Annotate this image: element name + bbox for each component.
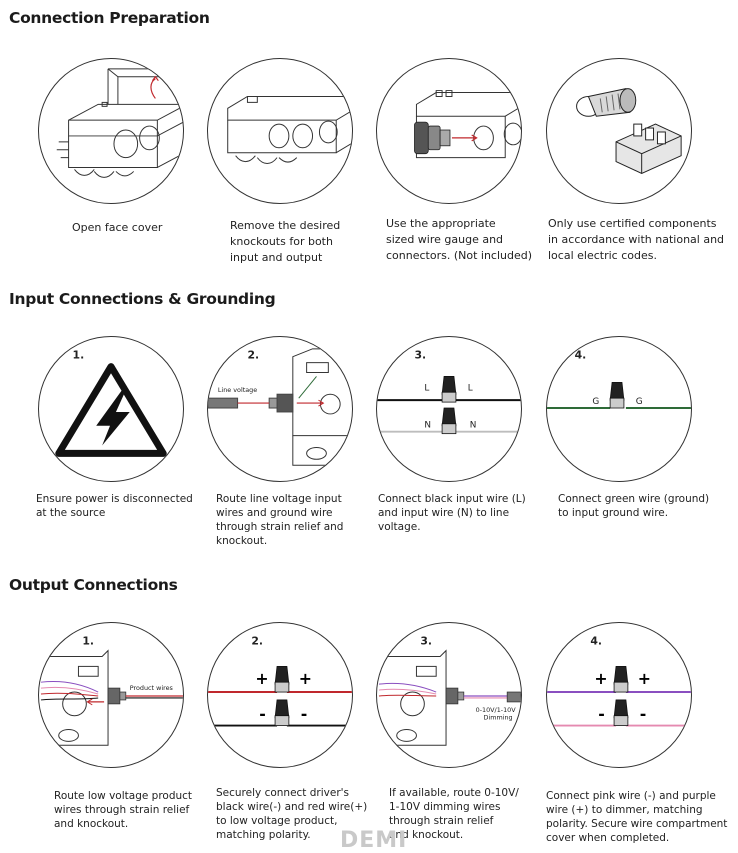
output-step-num-1: 1. (82, 635, 94, 648)
output-illustration-purple-pink: 4. + + - - (546, 622, 692, 768)
high-voltage-icon (96, 390, 130, 446)
input-step-num-3: 3. (414, 349, 426, 362)
ground-label-right: G (636, 397, 643, 407)
prep-illustration-open-cover (38, 58, 184, 204)
output-illustration-product-wires: 1. Product wires (38, 622, 184, 768)
line-label-left: L (424, 383, 429, 393)
input-illustration-line-neutral: 3. L L N N (376, 336, 522, 482)
ground-label-left: G (592, 397, 599, 407)
input-caption-3: Connect black input wire (L) and input w… (378, 493, 526, 533)
input-illustration-line-voltage: 2. Line voltage (207, 336, 353, 482)
plus-label-right: + (638, 669, 651, 688)
watermark-logo: DEMI (340, 828, 408, 853)
input-illustration-ground: 4. G G (546, 336, 692, 482)
dimming-label-1: 0-10V/1-10V (476, 706, 517, 714)
output-illustration-red-black: 2. + + - - (207, 622, 353, 768)
neutral-label-right: N (470, 421, 477, 431)
plus-label-right: + (299, 669, 312, 688)
input-illustration-warning: 1. (38, 336, 184, 482)
plus-label-left: + (255, 669, 268, 688)
product-wires-label: Product wires (130, 684, 174, 692)
prep-illustration-connectors (546, 58, 692, 204)
input-caption-4: Connect green wire (ground) to input gro… (558, 493, 710, 519)
output-step-num-3: 3. (420, 635, 432, 648)
section-title-preparation: Connection Preparation (9, 9, 210, 27)
input-step-num-2: 2. (247, 349, 259, 362)
neutral-label-left: N (424, 421, 431, 431)
input-caption-1: Ensure power is disconnected at the sour… (36, 493, 193, 519)
prep-caption-4: Only use certified components in accorda… (548, 217, 725, 262)
minus-label-right: - (301, 705, 308, 724)
output-illustration-dimming: 3. 0-10V/1-10V Dimming (376, 622, 522, 768)
minus-label-right: - (640, 705, 647, 724)
output-step-num-4: 4. (590, 635, 602, 648)
prep-caption-1: Open face cover (72, 221, 163, 234)
minus-label-left: - (598, 705, 605, 724)
output-caption-2: Securely connect driver's black wire(-) … (216, 787, 368, 841)
line-voltage-label: Line voltage (218, 386, 257, 394)
output-caption-1: Route low voltage product wires through … (54, 790, 193, 830)
prep-illustration-wire-gauge (376, 58, 522, 204)
prep-caption-3: Use the appropriate sized wire gauge and… (386, 217, 533, 262)
input-caption-2: Route line voltage input wires and groun… (216, 493, 344, 547)
plus-label-left: + (594, 669, 607, 688)
output-caption-4: Connect pink wire (-) and purple wire (+… (546, 790, 728, 844)
line-label-right: L (468, 383, 473, 393)
prep-illustration-knockouts (207, 58, 353, 204)
output-caption-3: If available, route 0-10V/ 1-10V dimming… (389, 787, 519, 841)
minus-label-left: - (259, 705, 266, 724)
output-step-num-2: 2. (251, 635, 263, 648)
prep-caption-2: Remove the desired knockouts for both in… (230, 219, 341, 264)
input-step-num-4: 4. (575, 349, 587, 362)
dimming-label-2: Dimming (484, 714, 513, 722)
section-title-input: Input Connections & Grounding (9, 290, 276, 308)
input-step-num-1: 1. (73, 349, 85, 362)
section-title-output: Output Connections (9, 576, 178, 594)
